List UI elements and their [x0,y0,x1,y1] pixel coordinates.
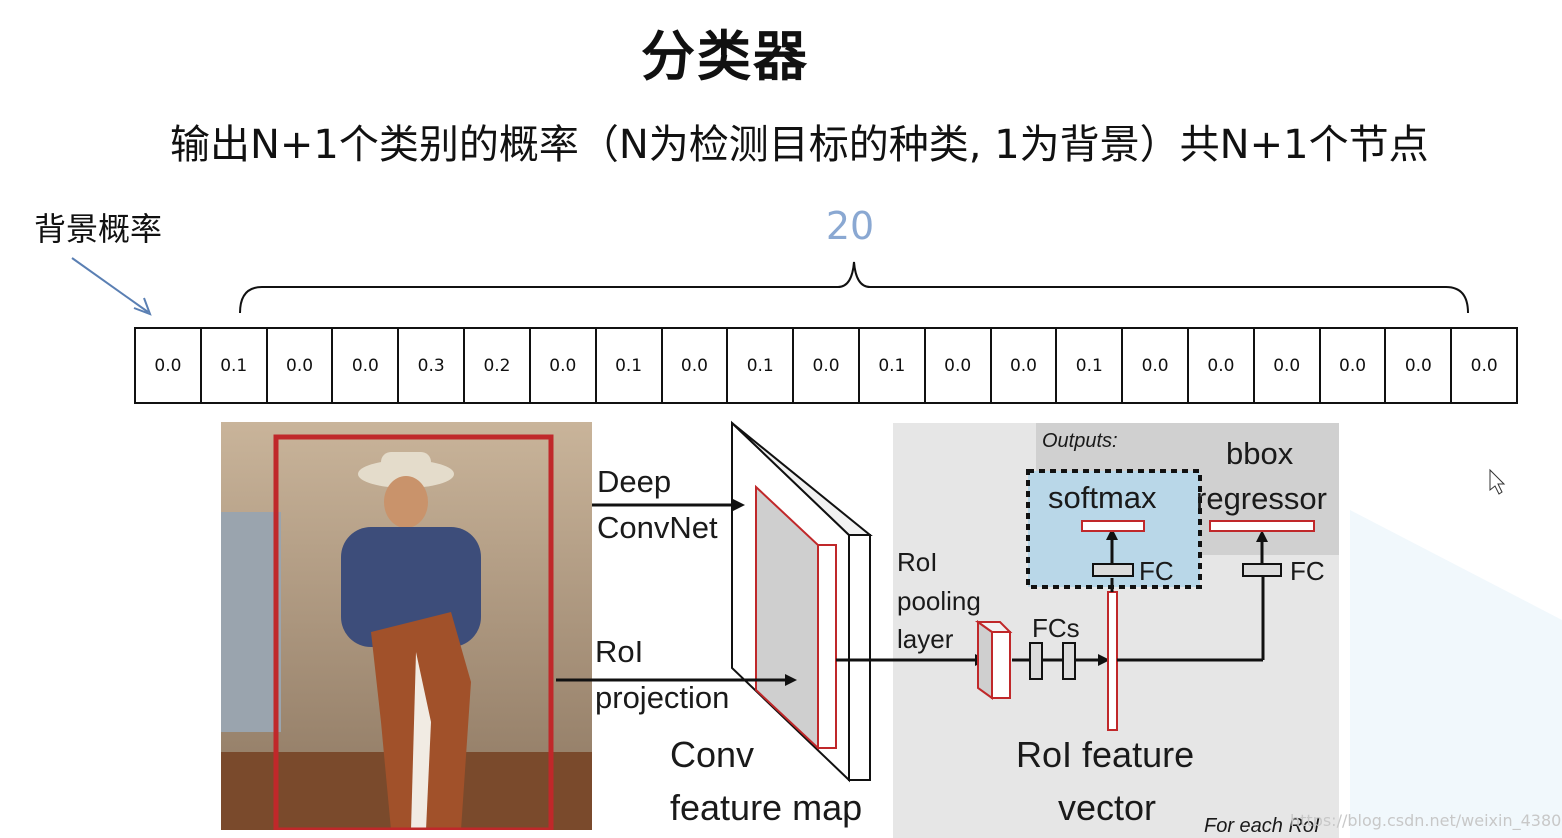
class-probability-cell: 0.0 [1321,329,1387,402]
for-each-roi-label: For each RoI [1204,815,1320,837]
class-probability-cell: 0.0 [333,329,400,402]
watermark: https://blog.csdn.net/weixin_43804047 [1290,811,1562,831]
roi-feature-label: RoI feature [1016,734,1194,775]
roi-pooling-label-2: pooling [897,586,981,616]
sample-photo [221,422,592,833]
roi-label: RoI [595,634,643,669]
class-probability-cell: 0.1 [1057,329,1124,402]
class-probability-cell: 0.0 [663,329,729,402]
background-probability-cell: 0.0 [136,329,202,402]
deep-label: Deep [597,464,671,499]
class-probability-cell: 0.0 [1470,355,1498,376]
class-probability-cell: 0.2 [465,329,531,402]
page-title: 分类器 [641,25,809,88]
class-probability-cell: 0.0 [992,329,1058,402]
class-probability-cell: 0.1 [728,329,795,402]
projection-label: projection [595,680,729,715]
outputs-label: Outputs: [1042,430,1118,452]
class-brace [239,261,1469,314]
class-probability-cell: 0.0 [926,329,992,402]
class-probability-cell: 0.0 [1123,329,1189,402]
softmax-label: softmax [1048,480,1157,515]
subtitle: 输出N+1个类别的概率（N为检测目标的种类, 1为背景）共N+1个节点 [170,122,1429,168]
background-probability-label: 背景概率 [34,210,163,248]
class-probability-cell: 0.1 [597,329,663,402]
conv-label: Conv [670,734,754,775]
class-probability-cell: 0.3 [399,329,466,402]
fc-label-a: FC [1139,556,1174,586]
vector-label: vector [1058,787,1156,828]
regressor-label: regressor [1196,481,1327,516]
class-probability-cell: 0.0 [531,329,597,402]
roi-pooling-label-3: layer [897,624,954,654]
fc-label-b: FC [1290,556,1325,586]
bbox-label: bbox [1226,436,1294,471]
convnet-label: ConvNet [597,510,718,545]
class-count-label: 20 [825,204,875,248]
class-probability-cell: 0.0 [1255,329,1321,402]
class-probability-cell: 0.0 [1386,329,1453,402]
cursor-icon [1489,468,1506,495]
class-probability-cell: 0.1 [860,329,926,402]
roi-pooling-label-1: RoI [897,547,937,577]
background-arrow [71,257,149,313]
feature-map-label: feature map [670,787,862,828]
class-probability-cell: 0.0 [268,329,334,402]
class-probability-cell: 0.0 [794,329,860,402]
fcs-label: FCs [1032,613,1080,643]
class-probability-cell: 0.1 [202,329,268,402]
roi-feature-vector-bar [1107,591,1118,731]
class-probability-cell: 0.0 [1189,329,1255,402]
